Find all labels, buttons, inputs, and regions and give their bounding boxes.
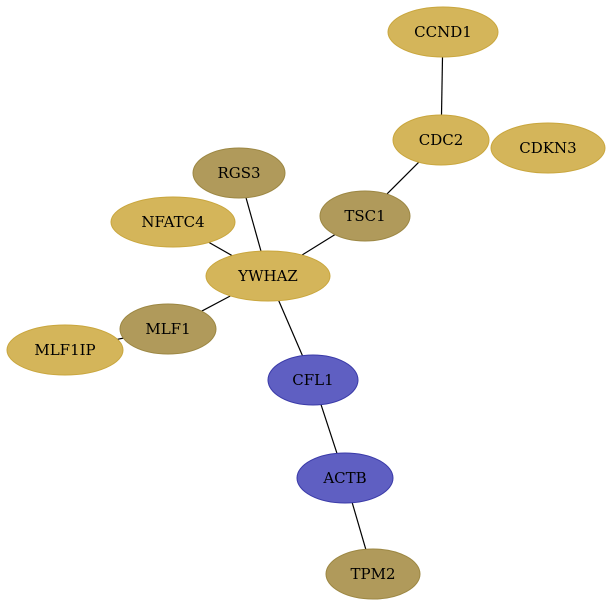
node-ellipse[interactable] [490,122,606,174]
node-ellipse[interactable] [192,147,286,199]
node-ellipse[interactable] [267,354,359,406]
node-ywhaz[interactable]: YWHAZ [205,250,331,302]
node-ellipse[interactable] [387,6,499,58]
node-label: TSC1 [344,207,385,225]
edge-cfl1-actb [320,404,338,454]
node-ellipse[interactable] [119,303,217,355]
node-mlf1ip[interactable]: MLF1IP [6,324,124,376]
node-rgs3[interactable]: RGS3 [192,147,286,199]
node-actb[interactable]: ACTB [296,452,394,504]
node-label: YWHAZ [237,267,298,285]
node-ellipse[interactable] [6,324,124,376]
node-tpm2[interactable]: TPM2 [325,548,421,600]
node-nfatc4[interactable]: NFATC4 [110,196,236,248]
edge-ccnd1-cdc2 [440,56,444,116]
node-ellipse[interactable] [319,190,411,242]
node-label: CDKN3 [519,139,576,157]
node-ellipse[interactable] [110,196,236,248]
edge-tsc1-ywhaz [301,234,336,256]
node-label: CFL1 [292,371,333,389]
edge-cdc2-tsc1 [386,161,420,195]
node-tsc1[interactable]: TSC1 [319,190,411,242]
edge-nfatc4-ywhaz [208,241,233,257]
edge-actb-tpm2 [351,502,367,550]
node-mlf1[interactable]: MLF1 [119,303,217,355]
node-ellipse[interactable] [325,548,421,600]
node-ellipse[interactable] [392,114,490,166]
edge-layer [117,56,444,550]
node-label: MLF1 [145,320,190,338]
edge-mlf1ip-mlf1 [117,337,124,340]
node-label: TPM2 [351,565,396,583]
node-label: CCND1 [414,23,472,41]
node-label: RGS3 [217,164,260,182]
node-label: CDC2 [419,131,464,149]
edge-rgs3-ywhaz [245,197,262,252]
node-cdc2[interactable]: CDC2 [392,114,490,166]
node-label: NFATC4 [141,213,204,231]
edge-ywhaz-cfl1 [278,300,304,356]
node-cfl1[interactable]: CFL1 [267,354,359,406]
node-ellipse[interactable] [205,250,331,302]
node-ellipse[interactable] [296,452,394,504]
node-label: ACTB [322,469,366,487]
node-cdkn3[interactable]: CDKN3 [490,122,606,174]
edge-mlf1-ywhaz [201,295,231,312]
node-ccnd1[interactable]: CCND1 [387,6,499,58]
node-label: MLF1IP [34,341,95,359]
